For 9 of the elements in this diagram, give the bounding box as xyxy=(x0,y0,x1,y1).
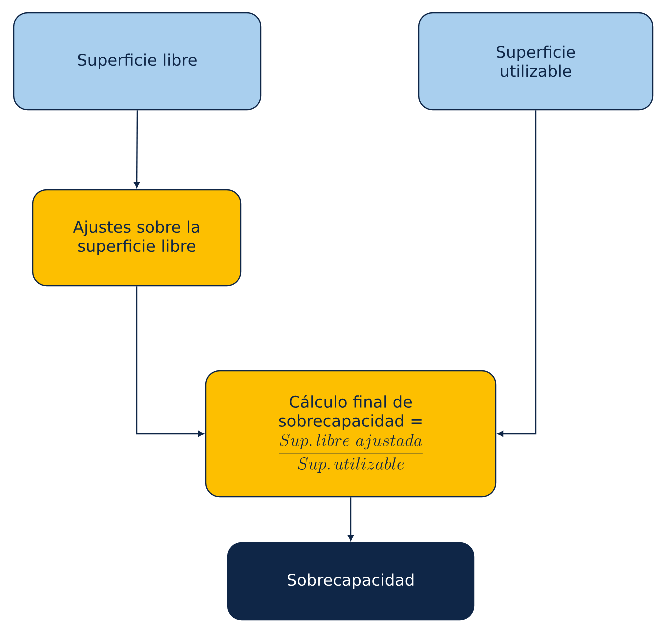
arrow xyxy=(498,110,537,437)
process-box: Superficie libre xyxy=(13,12,262,111)
process-box: Cálculo final de sobrecapacidad = $\frac{Sup.\,libre\ ajustada}{Sup.\,utilizable}$ xyxy=(205,370,497,498)
process-box: Sobrecapacidad xyxy=(227,542,475,621)
process-box: Superficie utilizable xyxy=(418,12,654,111)
arrow xyxy=(136,286,204,437)
arrow xyxy=(348,498,354,542)
arrow xyxy=(134,110,140,188)
process-box: Ajustes sobre la superficie libre xyxy=(32,189,242,287)
